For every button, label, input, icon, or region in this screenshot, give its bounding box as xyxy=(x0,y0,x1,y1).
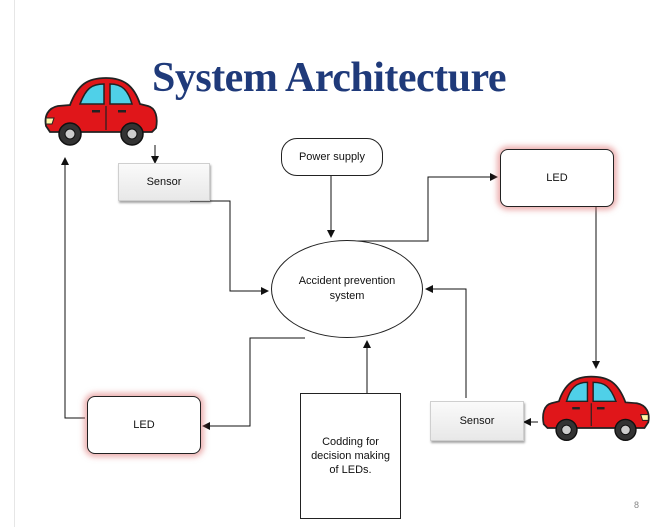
coding-box: Codding for decision making of LEDs. xyxy=(300,393,401,519)
slide-title: System Architecture xyxy=(151,55,507,101)
controller-label: Accident prevention system xyxy=(298,274,396,302)
slide-edge-rule xyxy=(14,0,15,527)
arrow-sensor-top-to-controller xyxy=(190,200,269,295)
power-supply-box: Power supply xyxy=(281,138,383,176)
sensor-box-top: Sensor xyxy=(118,163,210,201)
arrow-sensor-bottom-to-controller xyxy=(425,285,467,398)
arrow-controller-to-led-bottom xyxy=(202,337,305,430)
page-number: 8 xyxy=(634,500,640,510)
led-box-top-right: LED xyxy=(500,149,614,207)
arrow-led-bottom-to-car xyxy=(61,157,85,419)
sensor-box-bottom: Sensor xyxy=(430,401,524,441)
car-icon xyxy=(542,375,650,442)
accident-prevention-system-ellipse: Accident prevention system xyxy=(271,240,423,338)
led-box-bottom-left: LED xyxy=(87,396,201,454)
arrow-controller-to-led-top xyxy=(355,173,498,242)
car-icon xyxy=(44,77,158,146)
